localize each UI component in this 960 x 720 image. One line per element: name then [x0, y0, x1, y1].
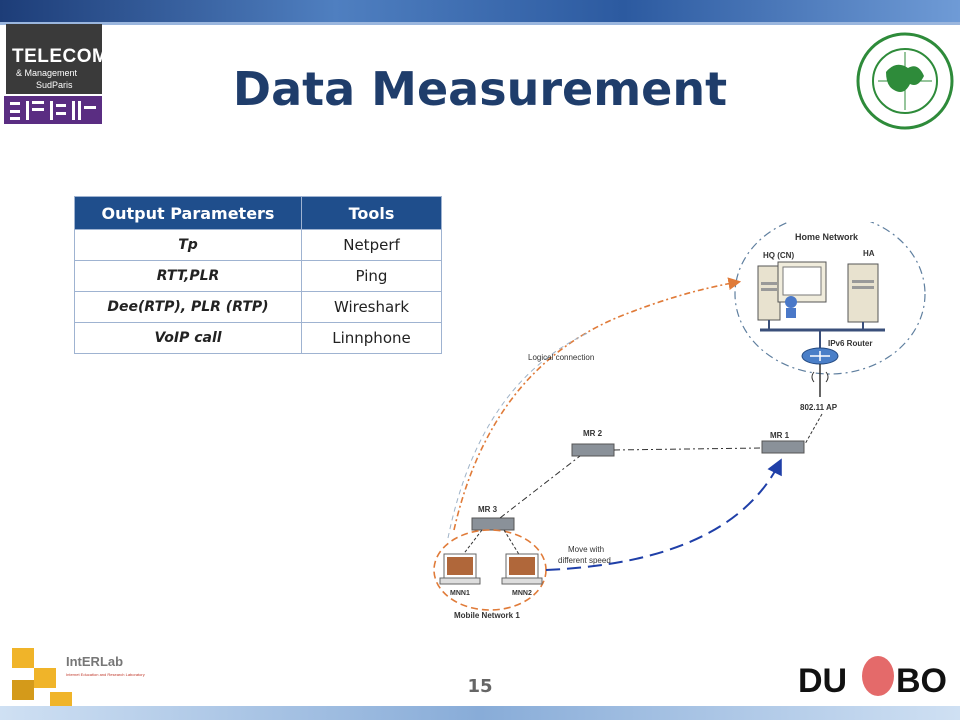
mnn2-laptop-icon	[501, 553, 543, 585]
interlab-logo: IntERLab Internet Education and Research…	[12, 648, 145, 712]
slide-title: Data Measurement	[232, 62, 728, 116]
mnn1-laptop-icon	[439, 553, 481, 585]
param-cell: Dee(RTP), PLR (RTP)	[74, 291, 302, 323]
interlab-logo-name: IntERLab	[66, 654, 123, 669]
ap-label: 802.11 AP	[800, 403, 838, 412]
movement-label-line2: different speed	[558, 556, 611, 565]
hq-monitor-icon	[777, 261, 827, 318]
tool-cell: Netperf	[301, 229, 442, 261]
home-network-boundary	[734, 222, 926, 375]
dumbo-logo: DU BO	[798, 656, 947, 700]
mobile-network-label: Mobile Network 1	[454, 611, 520, 620]
param-cell: Tp	[74, 229, 302, 261]
table-row: VoIP call Linnphone	[74, 322, 442, 354]
ait-seal-logo	[856, 32, 954, 130]
ap-to-mr1-link	[804, 413, 823, 445]
hq-label: HQ (CN)	[763, 251, 794, 260]
mnn2-label: MNN2	[512, 590, 532, 597]
param-cell: RTT,PLR	[74, 260, 302, 292]
logical-connection-secondary	[447, 331, 591, 539]
table-header-row: Output Parameters Tools	[74, 196, 442, 230]
top-banner	[0, 0, 960, 22]
bottom-banner	[0, 706, 960, 720]
mr1-router-icon	[761, 440, 805, 454]
mr2-to-mr1-link	[613, 447, 763, 451]
interlab-logo-sub: Internet Education and Research Laborato…	[66, 672, 145, 677]
telecom-logo-line3: SudParis	[36, 80, 73, 90]
movement-label-line1: Move with	[568, 545, 604, 554]
telecom-logo-line1: TELECOM	[12, 46, 109, 67]
logical-connection-arrow	[453, 277, 742, 531]
ha-label: HA	[863, 249, 875, 258]
mr2-router-icon	[571, 443, 615, 457]
mr1-label: MR 1	[770, 431, 790, 440]
ipv6-router-icon	[801, 347, 839, 365]
ha-server-icon	[847, 263, 879, 323]
page-number: 15	[467, 676, 493, 697]
router-label: IPv6 Router	[828, 339, 872, 348]
header-output-parameters: Output Parameters	[74, 196, 302, 230]
table-row: Tp Netperf	[74, 229, 442, 261]
mr2-label: MR 2	[583, 429, 603, 438]
tool-cell: Linnphone	[301, 322, 442, 354]
header-tools: Tools	[301, 196, 442, 230]
top-banner-line	[0, 22, 960, 25]
telecom-logo-line2: & Management	[16, 68, 78, 78]
svg-text:DU: DU	[798, 662, 847, 700]
mr3-label: MR 3	[478, 505, 498, 514]
tool-cell: Wireshark	[301, 291, 442, 323]
table-row: RTT,PLR Ping	[74, 260, 442, 292]
mr3-router-icon	[471, 517, 515, 531]
wifi-ap-icon	[811, 364, 829, 397]
mnn1-label: MNN1	[450, 590, 470, 597]
telecom-logo-glyphs	[4, 96, 102, 124]
mr3-to-mnn2-link	[503, 529, 521, 557]
tool-cell: Ping	[301, 260, 442, 292]
network-diagram: Home Network HQ (CN) HA IPv6 Router 802.…	[433, 222, 926, 620]
logical-connection-label: Logical connection	[528, 353, 594, 362]
mr3-to-mnn1-link	[461, 529, 483, 557]
param-cell: VoIP call	[74, 322, 302, 354]
hq-server-icon	[757, 265, 781, 321]
telecom-logo: TELECOM & Management SudParis	[6, 24, 108, 94]
parameters-table: Output Parameters Tools Tp Netperf RTT,P…	[74, 196, 442, 354]
mr3-to-mr2-link	[499, 455, 581, 519]
movement-arrow	[545, 458, 782, 571]
home-network-label: Home Network	[795, 232, 859, 242]
svg-text:BO: BO	[896, 662, 947, 700]
table-row: Dee(RTP), PLR (RTP) Wireshark	[74, 291, 442, 323]
